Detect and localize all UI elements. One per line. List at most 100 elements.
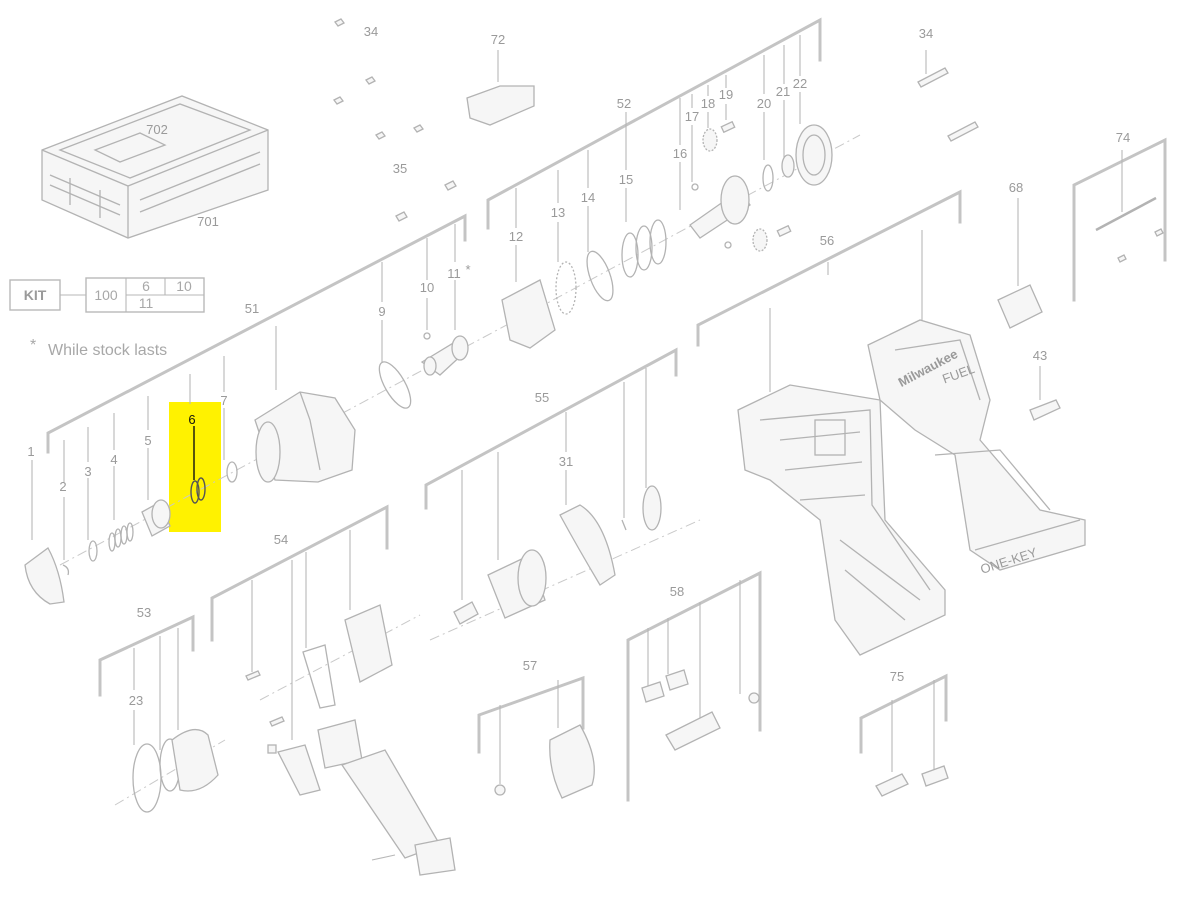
label-part-72: 72	[491, 32, 505, 47]
part-56-housing-right[interactable]: Milwaukee FUEL ONE-KEY	[867, 319, 1086, 577]
part-21-bearing[interactable]	[781, 154, 795, 178]
part-15-spring[interactable]	[621, 219, 667, 278]
part-6-highlight[interactable]	[169, 402, 221, 532]
part-14-washer[interactable]	[582, 248, 619, 304]
label-part-23: 23	[129, 693, 143, 708]
label-part-35: 35	[393, 161, 407, 176]
part-57-nut[interactable]	[494, 784, 506, 796]
part-58-contact-a[interactable]	[641, 681, 665, 703]
label-part-34-a: 34	[364, 24, 378, 39]
part-13-ball-ring[interactable]	[555, 261, 577, 315]
part-35-screw[interactable]	[444, 180, 457, 191]
label-part-51: 51	[245, 301, 259, 316]
part-75-clip[interactable]	[921, 765, 949, 787]
part-54-screw-a[interactable]	[245, 670, 261, 681]
part-54-handle-pcb[interactable]	[340, 749, 441, 859]
part-54-switch-block[interactable]	[344, 604, 393, 683]
label-part-21: 21	[776, 84, 790, 99]
label-star: *	[465, 262, 470, 277]
note-text: While stock lasts	[48, 342, 167, 359]
part-54-trigger[interactable]	[277, 744, 321, 796]
part-3-ring[interactable]	[88, 540, 98, 562]
part-17-ball[interactable]	[691, 183, 699, 191]
bracket-55	[424, 347, 678, 510]
bracket-54	[210, 504, 389, 642]
bracket-74	[1072, 137, 1167, 302]
part-10-pin[interactable]	[423, 332, 431, 340]
kit-component-b: 10	[176, 278, 192, 294]
label-part-75: 75	[890, 669, 904, 684]
part-1-nose-cap[interactable]	[24, 547, 65, 605]
part-34-screw[interactable]	[334, 18, 345, 27]
group-58-parts	[641, 669, 760, 751]
part-53-end-cap[interactable]	[171, 728, 219, 792]
part-11-anvil[interactable]	[420, 335, 469, 376]
label-part-54: 54	[274, 532, 288, 547]
part-58-terminal-block[interactable]	[665, 711, 721, 751]
bracket-58	[626, 570, 762, 802]
label-part-31: 31	[559, 454, 573, 469]
part-5-sleeve[interactable]	[141, 499, 171, 537]
part-23-o-ring[interactable]	[132, 743, 162, 813]
bracket-56	[696, 189, 962, 347]
part-19-pin[interactable]	[720, 120, 736, 134]
label-part-20: 20	[757, 96, 771, 111]
label-part-701: 701	[197, 214, 219, 229]
label-part-74: 74	[1116, 130, 1130, 145]
part-18-gear[interactable]	[702, 128, 718, 152]
bracket-53	[98, 614, 195, 697]
part-51-gear-case[interactable]	[254, 391, 356, 483]
part-54-spring-plate[interactable]	[302, 644, 336, 709]
part-58-screw[interactable]	[748, 692, 760, 704]
part-22-ring-gear[interactable]	[795, 124, 833, 186]
label-part-5: 5	[144, 433, 151, 448]
part-12-hammer[interactable]	[501, 279, 556, 349]
label-part-57: 57	[523, 658, 537, 673]
label-part-53: 53	[137, 605, 151, 620]
label-part-6[interactable]: 6	[188, 412, 195, 427]
part-4-spring[interactable]	[108, 522, 134, 552]
label-part-34-b: 34	[919, 26, 933, 41]
part-56-housing-left[interactable]	[737, 384, 946, 656]
part-7-washer[interactable]	[226, 461, 238, 483]
part-72-label[interactable]	[466, 85, 535, 126]
carry-case[interactable]	[41, 95, 269, 239]
label-part-17: 17	[685, 109, 699, 124]
part-75-latch[interactable]	[875, 773, 909, 797]
label-part-55: 55	[535, 390, 549, 405]
part-58-contact-b[interactable]	[665, 669, 689, 691]
label-part-2: 2	[59, 479, 66, 494]
part-6-ring[interactable]	[190, 477, 206, 504]
group-54-parts	[245, 604, 456, 876]
label-part-52: 52	[617, 96, 631, 111]
kit-number: 100	[94, 287, 118, 303]
label-part-18: 18	[701, 96, 715, 111]
label-part-19: 19	[719, 87, 733, 102]
label-part-14: 14	[581, 190, 595, 205]
part-55-carrier[interactable]	[487, 549, 547, 619]
part-20-washer[interactable]	[762, 164, 774, 192]
part-9-o-ring[interactable]	[373, 357, 416, 412]
part-31-motor-cover[interactable]	[559, 504, 616, 586]
label-part-702: 702	[146, 122, 168, 137]
label-part-43: 43	[1033, 348, 1047, 363]
group-57-parts	[494, 724, 595, 799]
label-part-1: 1	[27, 444, 34, 459]
group-52-parts	[501, 120, 833, 349]
part-55-fan[interactable]	[642, 485, 662, 531]
part-74-bit-holder[interactable]	[1095, 196, 1164, 263]
part-16-spindle[interactable]	[689, 175, 751, 239]
part-57-lamp-cover[interactable]	[549, 724, 595, 799]
part-34-pin-screw[interactable]	[917, 67, 949, 88]
label-part-4: 4	[110, 452, 117, 467]
part-55-coupling[interactable]	[453, 601, 479, 625]
part-54-connector[interactable]	[414, 837, 456, 876]
group-75-parts	[875, 765, 949, 797]
label-part-58: 58	[670, 584, 684, 599]
bracket-75	[859, 673, 948, 754]
part-43-hook[interactable]	[1029, 399, 1061, 421]
part-68-belt-clip[interactable]	[997, 284, 1043, 329]
label-part-13: 13	[551, 205, 565, 220]
part-2-clip[interactable]	[62, 564, 70, 576]
label-part-9: 9	[378, 304, 385, 319]
